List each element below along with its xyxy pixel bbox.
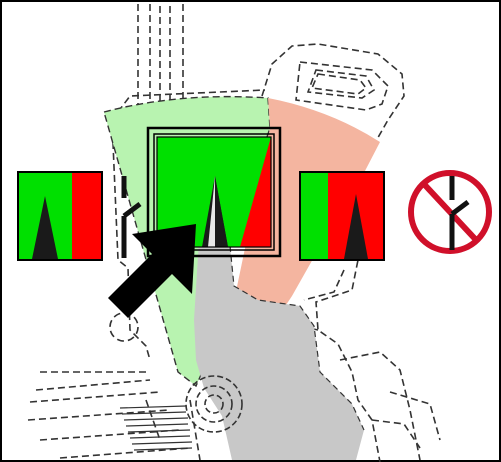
position-indicator-right-icon — [300, 172, 384, 260]
position-indicator-left-icon — [18, 172, 102, 260]
prohibited-switch-icon — [411, 173, 489, 251]
